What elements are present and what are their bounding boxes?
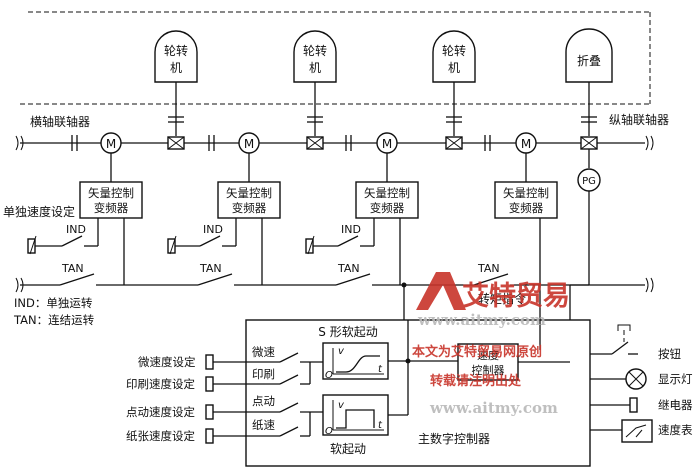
shaft-couplings [71,135,491,151]
ind-switch-3: IND [305,218,375,255]
mode-2-label: 印刷 [252,367,275,381]
roller-1-label-bottom: 机 [170,61,182,75]
controller-title: 主数字控制器 [418,431,490,446]
soft-start-label: 软起动 [330,442,366,456]
watermark-url-2: www.aitmy.com [429,399,558,417]
folder-label: 折叠 [577,53,601,68]
s-curve-title: S 形软起动 [318,325,377,339]
setting-2-label: 印刷速度设定 [126,377,195,391]
s-curve-graph: v t O [322,342,389,381]
inverter-1-line1: 矢量控制 [88,186,134,200]
output-3-label: 继电器 [658,398,693,412]
main-shaft [15,135,654,151]
ind-2-label: IND [203,223,223,236]
mode-3-label: 点动 [252,394,275,408]
roller-2-label-bottom: 机 [309,61,321,75]
setting-4-label: 纸张速度设定 [126,429,195,443]
inverter-4: 矢量控制 变频器 [494,181,558,219]
watermark-url-1: www.aitmy.com [417,311,546,329]
watermark-note-1: 本文为艾特贸易网原创 [412,344,542,360]
output-1-label: 按钮 [658,347,681,361]
tan-1-label: TAN [61,262,84,275]
torque-command: 转矩指令 [401,282,526,320]
roller-1-label-top: 轮转 [164,43,188,58]
inverter-4-line2: 变频器 [509,201,544,215]
speed-ctrl-line2: 控制器 [472,363,505,377]
output-2-label: 显示灯 [658,372,693,386]
legend-ind: IND：单独运转 [14,296,93,310]
s-graph-t: t [378,364,383,375]
inverter-2-line1: 矢量控制 [226,186,272,200]
inverter-1-line2: 变频器 [94,201,129,215]
tan-switch-2: TAN [197,218,263,287]
inverter-3-line1: 矢量控制 [364,186,410,200]
pg-symbol: PG [582,176,596,187]
watermark-brand: 艾特贸易 [462,281,570,312]
roller-1: 轮转 机 [154,30,198,83]
motor-4: M [515,132,537,182]
output-devices: 按钮 显示灯 继电器 速度表 [590,324,693,443]
soft-start-graph: v t O [322,394,389,437]
label-horizontal-coupling: 横轴联轴器 [30,114,90,129]
tan-switch-3: TAN [335,218,401,287]
soft-graph-v: v [338,400,345,411]
watermark-note-2: 转载请注明出处 [430,373,522,389]
motor-1-symbol: M [106,137,116,151]
output-4-label: 速度表 [658,423,693,437]
tan-2-label: TAN [199,262,222,275]
torque-command-label: 转矩指令 [478,291,526,306]
motor-3-symbol: M [382,137,392,151]
tan-4-label: TAN [477,262,500,275]
speed-ctrl-line1: 速度 [477,348,499,362]
motor-2-symbol: M [244,137,254,151]
roller-2-label-top: 轮转 [303,43,327,58]
soft-graph-t: t [378,420,383,431]
roller-3: 轮转 机 [432,30,476,83]
tan-3-label: TAN [337,262,360,275]
label-vertical-coupling: 纵轴联轴器 [609,112,669,127]
inverter-4-line1: 矢量控制 [503,186,549,200]
motor-3: M [376,132,398,182]
tan-switch-4: TAN [473,218,541,320]
speed-controller: 速度 控制器 [457,343,519,381]
mode-1-label: 微速 [252,345,275,359]
mode-4-label: 纸速 [252,418,275,432]
inverter-3-line2: 变频器 [370,201,405,215]
inverter-2: 矢量控制 变频器 [217,181,281,219]
inverter-1: 矢量控制 变频器 [79,181,143,219]
roller-shafts [168,82,597,136]
controller-signal-lines [388,320,570,416]
roller-3-label-top: 轮转 [442,43,466,58]
watermark: 艾特贸易 www.aitmy.com 本文为艾特贸易网原创 转载请注明出处 ww… [412,272,570,417]
label-independent-speed: 单独速度设定 [3,204,75,219]
roller-2: 轮转 机 [293,30,337,83]
legend-tan: TAN：连结运转 [13,313,95,327]
motor-4-symbol: M [521,137,531,151]
s-graph-v: v [338,346,345,357]
motor-2: M [238,132,260,182]
folder: 折叠 [565,28,613,83]
tan-switch-1: TAN [59,218,125,287]
inverter-3: 矢量控制 变频器 [355,181,419,219]
machine-frame [20,11,651,105]
motor-1: M [100,132,122,182]
ind-1-label: IND [66,223,86,236]
ind-switch-1: IND [27,218,99,255]
speed-settings: 微速度设定 印刷速度设定 点动速度设定 纸张速度设定 [126,354,254,444]
s-graph-o: O [325,370,333,381]
mode-switches: 微速 印刷 点动 纸速 [252,345,323,437]
main-controller: 主数字控制器 S 形软起动 软起动 [245,319,591,467]
ind-3-label: IND [341,223,361,236]
inverter-2-line2: 变频器 [232,201,267,215]
soft-graph-o: O [325,426,333,437]
gear-boxes [167,136,598,150]
ind-switch-2: IND [167,218,237,255]
roller-3-label-bottom: 机 [448,61,460,75]
setting-1-label: 微速度设定 [138,355,196,369]
setting-3-label: 点动速度设定 [126,405,195,419]
